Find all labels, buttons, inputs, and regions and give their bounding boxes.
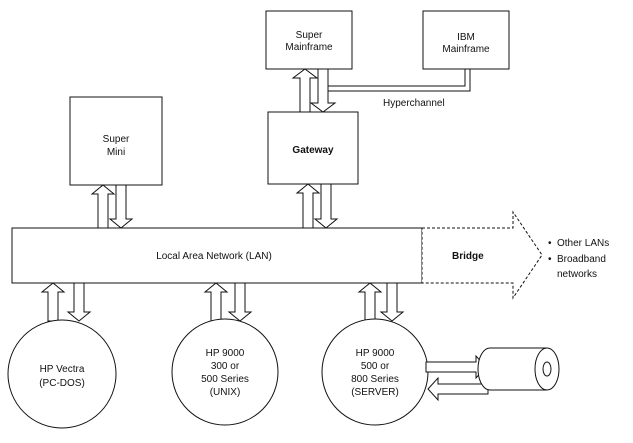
broadband-label: Broadband: [557, 254, 606, 265]
super-mini-label-1: Super: [103, 134, 130, 145]
hp-9000-server-label-4: (SERVER): [351, 387, 399, 398]
other-lans-label: Other LANs: [557, 238, 609, 249]
down-arrow-lan-to-unix: [229, 283, 251, 321]
hp-9000-server-label-1: HP 9000: [356, 348, 395, 359]
disk-storage-icon: [478, 348, 559, 390]
super-mini-label-2: Mini: [107, 147, 125, 158]
networks-label: networks: [557, 269, 597, 280]
hp-9000-unix-label-4: (UNIX): [210, 387, 241, 398]
hyperchannel-label: Hyperchannel: [383, 98, 445, 109]
hp-vectra-label-1: HP Vectra: [40, 364, 85, 375]
down-arrow-gateway-to-lan: [315, 184, 337, 228]
up-arrow-unix-to-lan: [205, 283, 227, 321]
hp-9000-unix-label-3: 500 Series: [201, 374, 249, 385]
bridge-label: Bridge: [452, 251, 484, 262]
up-arrow-lan-to-gateway: [297, 184, 319, 228]
right-arrow-server-to-disk: [426, 356, 486, 378]
gateway-label: Gateway: [292, 145, 334, 156]
up-arrow-server-to-lan: [359, 283, 381, 321]
hyperchannel-link: [318, 69, 470, 91]
down-arrow-lan-to-vectra: [68, 283, 90, 321]
hp-9000-server-node: [322, 319, 428, 425]
hp-9000-unix-label-1: HP 9000: [206, 348, 245, 359]
ibm-mainframe-label-1: IBM: [457, 32, 475, 43]
lan-label: Local Area Network (LAN): [156, 251, 272, 262]
hp-vectra-label-2: (PC-DOS): [39, 378, 85, 389]
hp-9000-unix-node: [172, 319, 278, 425]
up-arrow-vectra-to-lan: [42, 283, 64, 321]
bullet-other-lans: •: [548, 238, 552, 249]
hp-9000-unix-label-2: 300 or: [211, 361, 240, 372]
down-arrow-lan-to-server: [381, 283, 403, 321]
ibm-mainframe-label-2: Mainframe: [442, 44, 490, 55]
hp-9000-server-label-2: 500 or: [361, 361, 390, 372]
up-arrow-lan-to-super-mini: [92, 185, 114, 228]
left-arrow-disk-to-server: [428, 378, 488, 400]
up-arrow-gateway-to-super-mainframe: [293, 69, 317, 112]
down-arrow-super-mini-to-lan: [110, 185, 132, 228]
hp-9000-server-label-3: 800 Series: [351, 374, 399, 385]
super-mainframe-label-1: Super: [296, 30, 323, 41]
super-mainframe-label-2: Mainframe: [285, 42, 333, 53]
bullet-broadband: •: [548, 254, 552, 265]
